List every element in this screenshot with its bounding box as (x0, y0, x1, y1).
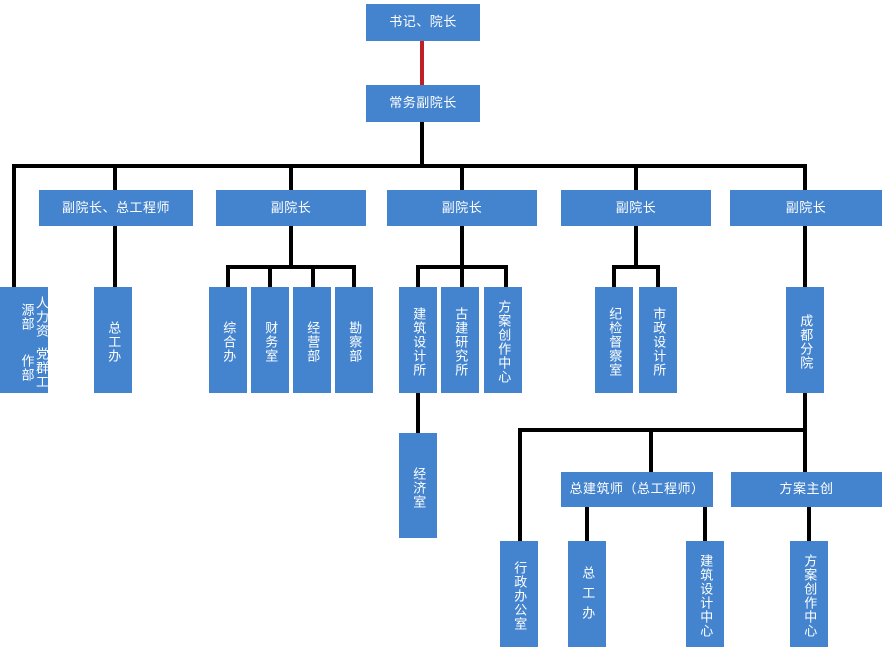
node-economics-room[interactable]: 经济室 (399, 433, 437, 538)
edge-scheme-lead-to-scheme-center2 (807, 507, 811, 542)
edge-vp4-down (634, 225, 638, 268)
node-chief-engineer-office[interactable]: 总工办 (94, 287, 132, 393)
node-vp-3[interactable]: 副院长 (387, 190, 537, 226)
edge-vp2-to-general-office (226, 265, 230, 289)
edge-exec-vp-down (420, 121, 424, 167)
edge-bus-to-vp5 (803, 164, 807, 192)
edge-vp1-to-chief-eng-office (113, 225, 117, 288)
edge-bus-to-vp4 (634, 164, 638, 192)
edge-chief-architect-to-chief-eng-office2 (585, 507, 589, 542)
node-scheme-creation-center[interactable]: 方案创作中心 (484, 287, 522, 393)
node-architectural-design-institute[interactable]: 建筑设计所 (399, 287, 437, 393)
edge-bus-to-vp1 (113, 164, 117, 192)
edge-chengdu-to-scheme-lead (803, 428, 807, 476)
edge-vp3-to-scheme-center (504, 265, 508, 289)
node-chief-architect[interactable]: 总建筑师（总工程师） (561, 472, 713, 507)
node-scheme-lead[interactable]: 方案主创 (731, 472, 882, 507)
edge-root-to-exec-vp (420, 39, 424, 85)
node-vp-chief-engineer[interactable]: 副院长、总工程师 (39, 190, 193, 226)
edge-vp2-bus (226, 265, 356, 269)
edge-vp3-to-arch-design-institute (416, 265, 420, 289)
edge-vp4-bus (612, 265, 660, 269)
edge-chengdu-to-admin-office (518, 428, 522, 542)
edge-vp4-to-municipal (656, 265, 660, 289)
node-label-party-work-department: 党群工作部 (19, 346, 49, 389)
edge-vp2-down (289, 225, 293, 268)
node-exec-vice-president[interactable]: 常务副院长 (366, 85, 480, 122)
node-general-office[interactable]: 综合办 (209, 287, 247, 393)
edge-chief-architect-to-arch-design-center (703, 507, 707, 542)
node-municipal-design-institute[interactable]: 市政设计所 (639, 287, 677, 393)
node-root[interactable]: 书记、院长 (366, 4, 480, 41)
edge-bus-to-party-hr (12, 164, 16, 288)
node-vp-2[interactable]: 副院长 (216, 190, 366, 226)
node-label-hr-department: 人力资源部 (19, 295, 49, 338)
node-party-and-hr-departments[interactable]: 人力资源部 党群工作部 (0, 287, 49, 393)
edge-vp4-to-discipline (612, 265, 616, 289)
edge-vp3-to-ancient-arch (460, 265, 464, 289)
edge-arch-institute-to-economics (416, 392, 420, 434)
node-scheme-creation-center-chengdu[interactable]: 方案创作中心 (790, 541, 828, 647)
node-discipline-inspection-office[interactable]: 纪检督察室 (595, 287, 633, 393)
node-administrative-office[interactable]: 行政办公室 (500, 541, 538, 647)
edge-chengdu-down (803, 392, 807, 432)
node-vp-5[interactable]: 副院长 (730, 190, 882, 226)
node-finance-room[interactable]: 财务室 (251, 287, 289, 393)
node-chengdu-branch[interactable]: 成都分院 (786, 287, 824, 393)
node-chief-engineer-office-chengdu[interactable]: 总工办 (568, 541, 606, 647)
edge-main-bus (12, 164, 806, 168)
edge-vp2-to-finance (268, 265, 272, 289)
edge-vp3-down (460, 225, 464, 268)
node-operations-department[interactable]: 经营部 (293, 287, 331, 393)
node-survey-department[interactable]: 勘察部 (335, 287, 373, 393)
node-ancient-architecture-research-institute[interactable]: 古建研究所 (441, 287, 479, 393)
edge-bus-to-vp2 (289, 164, 293, 192)
node-architectural-design-center[interactable]: 建筑设计中心 (686, 541, 724, 647)
edge-vp5-to-chengdu (803, 225, 807, 288)
edge-bus-to-vp3 (460, 164, 464, 192)
edge-chengdu-to-chief-architect (649, 428, 653, 476)
edge-chengdu-bus (518, 428, 807, 432)
node-vp-4[interactable]: 副院长 (561, 190, 711, 226)
edge-vp2-to-survey (352, 265, 356, 289)
edge-vp2-to-operations (311, 265, 315, 289)
